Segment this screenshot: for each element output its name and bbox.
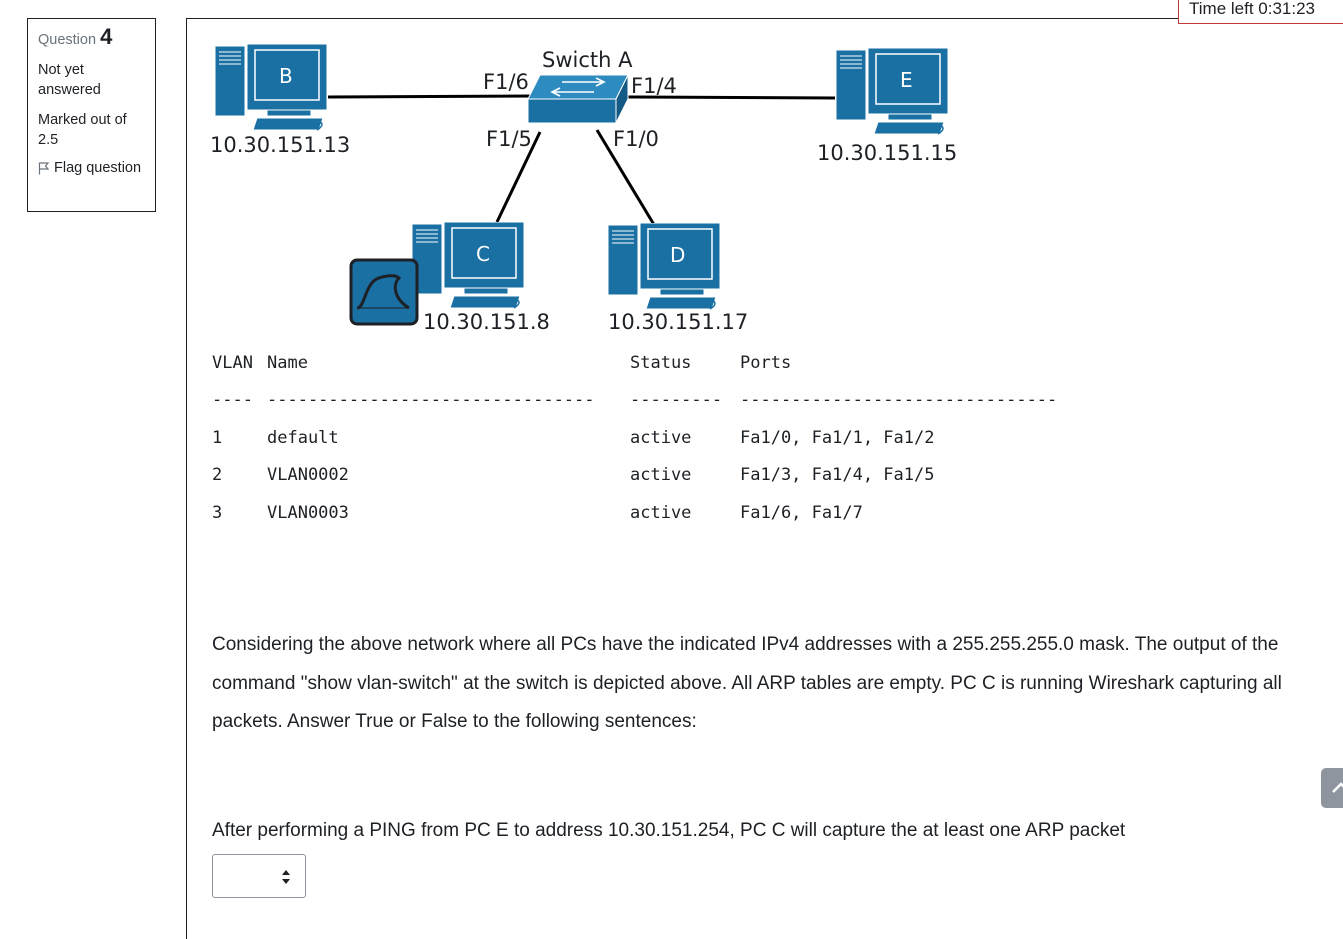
flag-question-label: Flag question [54,160,142,176]
network-links [327,94,836,229]
flag-question-link[interactable]: Flag question [38,158,145,178]
back-to-top-button[interactable] [1321,768,1343,808]
port-f15-label: F1/5 [486,127,532,151]
switch-name: Swicth A [542,48,633,72]
pc-d: D [606,223,722,311]
vlan-sep-vlan: ---- [212,390,253,410]
wireshark-icon [349,258,419,326]
pc-icon [214,44,328,131]
vlan-sep-name: -------------------------------- [267,390,595,410]
sub-question-text: After performing a PING from PC E to add… [212,820,1126,841]
pc-c-letter: C [476,242,490,266]
vlan-status: active [630,503,692,523]
chevron-up-icon [1332,782,1343,793]
pc-icon [607,223,721,310]
pc-e: E [834,48,950,136]
question-grade: Marked out of 2.5 [38,112,127,148]
vlan-name: default [267,428,339,448]
port-f14-label: F1/4 [631,74,677,98]
question-status: Not yet answered [38,62,101,98]
pc-b-letter: B [279,64,293,88]
port-f16-label: F1/6 [483,70,529,94]
vlan-header-vlan: VLAN [212,353,253,373]
vlan-ports: Fa1/6, Fa1/7 [740,503,863,523]
vlan-status: active [630,428,692,448]
vlan-name: VLAN0002 [267,465,349,485]
question-text: Considering the above network where all … [212,634,1282,732]
pc-e-ip: 10.30.151.15 [817,141,958,165]
pc-icon [835,48,949,135]
pc-d-letter: D [670,243,686,267]
question-number-line: Question 4 [38,24,145,50]
pc-e-letter: E [900,68,913,92]
pc-b-ip: 10.30.151.13 [210,133,351,157]
flag-icon [38,162,50,175]
vlan-header-status: Status [630,353,692,373]
select-arrows-icon [282,870,290,884]
switch-icon [527,74,629,124]
answer-select[interactable] [212,854,306,898]
port-f10-label: F1/0 [613,127,659,151]
pc-b: B [213,44,329,132]
vlan-id: 3 [212,503,223,523]
pc-d-ip: 10.30.151.17 [608,310,749,334]
quiz-timer: Time left 0:31:23 [1178,0,1343,24]
vlan-status: active [630,465,692,485]
pc-c: C [410,222,526,310]
question-info: Question 4 Not yet answered Marked out o… [27,18,156,212]
pc-icon [411,222,525,309]
vlan-header-ports: Ports [740,353,792,373]
vlan-header-name: Name [267,353,308,373]
question-content [186,18,1343,939]
vlan-id: 1 [212,428,223,448]
vlan-id: 2 [212,465,223,485]
vlan-sep-status: --------- [630,390,723,410]
question-label: Question [38,32,97,48]
vlan-ports: Fa1/0, Fa1/1, Fa1/2 [740,428,935,448]
vlan-name: VLAN0003 [267,503,349,523]
question-number: 4 [100,24,113,49]
pc-c-ip: 10.30.151.8 [423,310,550,334]
vlan-ports: Fa1/3, Fa1/4, Fa1/5 [740,465,935,485]
vlan-sep-ports: ------------------------------- [740,390,1058,410]
